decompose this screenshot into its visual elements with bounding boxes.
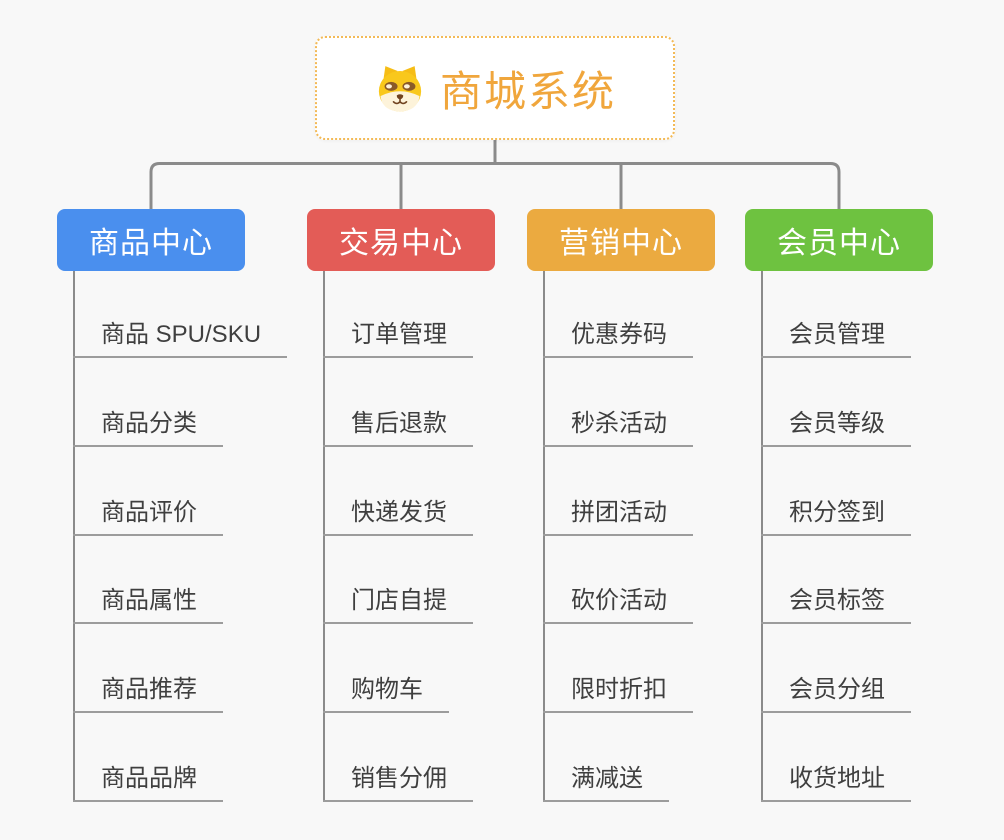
branch-connector-line [543,271,545,802]
branch-member-center: 会员中心 会员管理 会员等级 积分签到 会员标签 会员分组 收货地址 [745,209,1004,809]
branch-connector-line [323,271,325,802]
mindmap-leaf[interactable]: 限时折扣 [543,675,693,713]
mindmap-leaf[interactable]: 门店自提 [323,586,473,624]
branch-trade-center: 交易中心 订单管理 售后退款 快递发货 门店自提 购物车 销售分佣 [307,209,567,809]
branch-header-marketing-center[interactable]: 营销中心 [527,209,715,271]
mindmap-leaf[interactable]: 砍价活动 [543,586,693,624]
root-title: 商城系统 [439,67,616,115]
shiba-dog-icon [378,66,422,112]
mindmap-leaf[interactable]: 订单管理 [323,320,473,358]
mindmap-leaf[interactable]: 商品品牌 [73,764,223,802]
branch-connector-line [761,271,763,802]
mindmap-leaf[interactable]: 售后退款 [323,409,473,447]
branch-header-member-center[interactable]: 会员中心 [745,209,933,271]
mindmap-leaf[interactable]: 满减送 [543,764,669,802]
mindmap-leaf[interactable]: 拼团活动 [543,498,693,536]
mindmap-leaf[interactable]: 会员标签 [761,586,911,624]
mindmap-leaf[interactable]: 商品分类 [73,409,223,447]
mindmap-leaf[interactable]: 收货地址 [761,764,911,802]
mindmap-leaf[interactable]: 快递发货 [323,498,473,536]
mindmap-leaf[interactable]: 商品 SPU/SKU [73,320,288,358]
branch-connector-line [73,271,75,802]
root-node[interactable]: 商城系统 [315,36,675,140]
branch-marketing-center: 营销中心 优惠券码 秒杀活动 拼团活动 砍价活动 限时折扣 满减送 [527,209,787,809]
branch-bracket-line [149,162,841,212]
branch-header-trade-center[interactable]: 交易中心 [307,209,495,271]
mindmap-leaf[interactable]: 商品推荐 [73,675,223,713]
mindmap-leaf[interactable]: 秒杀活动 [543,409,693,447]
mindmap-leaf[interactable]: 销售分佣 [323,764,473,802]
mindmap-leaf[interactable]: 商品评价 [73,498,223,536]
mindmap-leaf[interactable]: 购物车 [323,675,449,713]
branch-product-center: 商品中心 商品 SPU/SKU 商品分类 商品评价 商品属性 商品推荐 商品品牌 [57,209,317,809]
mindmap-leaf[interactable]: 积分签到 [761,498,911,536]
mindmap-leaf[interactable]: 会员管理 [761,320,911,358]
mindmap-leaf[interactable]: 商品属性 [73,586,223,624]
mindmap-leaf[interactable]: 会员等级 [761,409,911,447]
branch-header-product-center[interactable]: 商品中心 [57,209,245,271]
mindmap-leaf[interactable]: 优惠券码 [543,320,693,358]
mindmap-leaf[interactable]: 会员分组 [761,675,911,713]
